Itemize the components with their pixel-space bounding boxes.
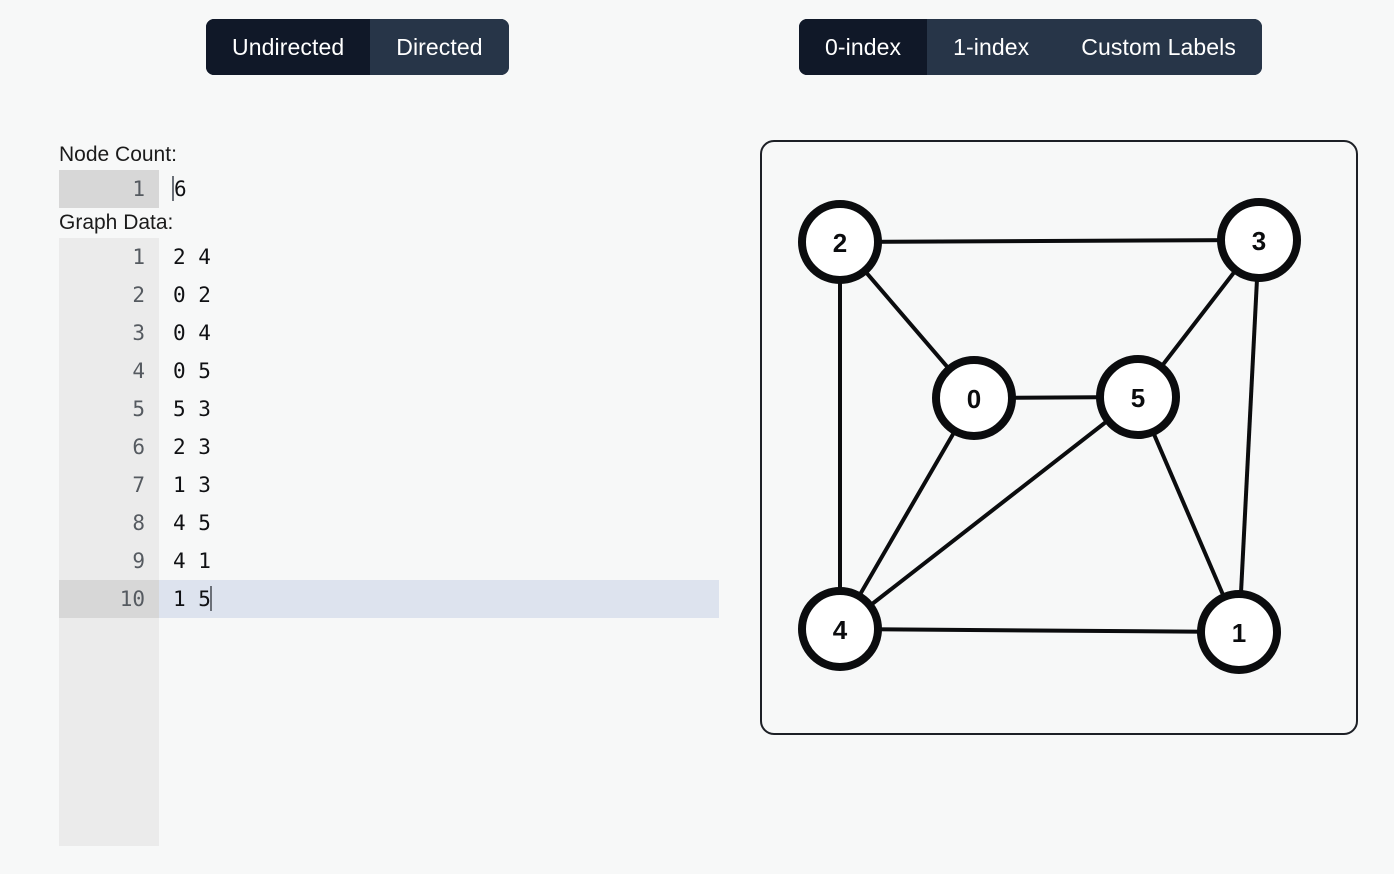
- editor-line-text[interactable]: 5 3: [173, 397, 211, 421]
- editor-line-text[interactable]: 2 3: [173, 435, 211, 459]
- graph-edge: [1136, 396, 1241, 633]
- graph-node-label: 3: [1252, 226, 1266, 256]
- graph-node-circle[interactable]: [798, 200, 882, 284]
- graph-node-label: 0: [967, 384, 981, 414]
- text-caret: [209, 586, 212, 611]
- graph-edge: [838, 396, 976, 631]
- editor-line[interactable]: 6 2 3: [59, 428, 719, 466]
- graph-node[interactable]: 3: [1217, 198, 1301, 282]
- editor-line-number: 1: [59, 238, 159, 276]
- graph-node[interactable]: 4: [798, 587, 882, 671]
- editor-line-number-empty: [59, 770, 159, 808]
- label-mode-option-custom-labels[interactable]: Custom Labels: [1055, 19, 1262, 75]
- graph-node[interactable]: 0: [932, 356, 1016, 440]
- graph-node-circle[interactable]: [1217, 198, 1301, 282]
- editor-line-text[interactable]: 1 3: [173, 473, 211, 497]
- editor-line-text[interactable]: 4 1: [173, 549, 211, 573]
- editor-line-text-empty[interactable]: [159, 732, 719, 770]
- graph-node-label: 2: [833, 228, 847, 258]
- text-caret: [172, 176, 174, 201]
- editor-line[interactable]: 2 0 2: [59, 276, 719, 314]
- graph-canvas[interactable]: 2 3 0 5 4 1: [762, 142, 1356, 733]
- graph-node-circle[interactable]: [932, 356, 1016, 440]
- editor-line[interactable]: 8 4 5: [59, 504, 719, 542]
- editor-empty-row[interactable]: [59, 808, 719, 846]
- editor-empty-row[interactable]: [59, 770, 719, 808]
- editor-empty-row[interactable]: [59, 694, 719, 732]
- graph-node-label: 1: [1232, 618, 1246, 648]
- editor-line-number-empty: [59, 694, 159, 732]
- graph-type-option-undirected[interactable]: Undirected: [206, 19, 371, 75]
- graph-node[interactable]: 2: [798, 200, 882, 284]
- editor-line-text[interactable]: 2 4: [173, 245, 211, 269]
- editor-line-number: 1: [59, 170, 159, 208]
- editor-line-text[interactable]: 0 2: [173, 283, 211, 307]
- graph-node[interactable]: 1: [1197, 590, 1281, 674]
- label-mode-toggle-group[interactable]: 0-index 1-index Custom Labels: [799, 19, 1262, 75]
- editor-line-text[interactable]: 1 5: [159, 580, 719, 618]
- editor-empty-row[interactable]: [59, 732, 719, 770]
- graph-node-label: 4: [833, 615, 848, 645]
- graph-nodes-layer: 2 3 0 5 4 1: [798, 198, 1301, 674]
- editor-line-text-empty[interactable]: [159, 694, 719, 732]
- editor-line-text-empty[interactable]: [159, 656, 719, 694]
- editor-line-text[interactable]: 4 5: [173, 511, 211, 535]
- editor-line[interactable]: 5 5 3: [59, 390, 719, 428]
- editor-line-number: 6: [59, 428, 159, 466]
- graph-edge: [838, 395, 1140, 631]
- editor-line-number-empty: [59, 656, 159, 694]
- editor-line-number: 3: [59, 314, 159, 352]
- graph-edge: [839, 238, 1260, 244]
- node-count-label: Node Count:: [59, 143, 177, 166]
- editor-line-number-empty: [59, 808, 159, 846]
- editor-line-number: 4: [59, 352, 159, 390]
- graph-node-circle[interactable]: [1197, 590, 1281, 674]
- editor-empty-row[interactable]: [59, 618, 719, 656]
- editor-line[interactable]: 1 2 4: [59, 238, 719, 276]
- graph-node-circle[interactable]: [798, 587, 882, 671]
- graph-node-label: 5: [1131, 383, 1145, 413]
- editor-line-text[interactable]: 0 5: [173, 359, 211, 383]
- graph-edges-layer: [838, 238, 1261, 634]
- label-mode-option-0-index[interactable]: 0-index: [799, 19, 928, 75]
- editor-line-number: 2: [59, 276, 159, 314]
- editor-line-number: 7: [59, 466, 159, 504]
- label-mode-option-1-index[interactable]: 1-index: [927, 19, 1056, 75]
- editor-line-text-empty[interactable]: [159, 808, 719, 846]
- graph-edge: [1237, 239, 1261, 633]
- editor-line-number-empty: [59, 618, 159, 656]
- editor-line-number: 5: [59, 390, 159, 428]
- graph-node-circle[interactable]: [1096, 355, 1180, 439]
- graph-visualization-panel[interactable]: 2 3 0 5 4 1: [760, 140, 1358, 735]
- editor-line[interactable]: 4 0 5: [59, 352, 719, 390]
- graph-edge: [839, 627, 1240, 634]
- editor-line[interactable]: 9 4 1: [59, 542, 719, 580]
- editor-line-text-empty[interactable]: [159, 770, 719, 808]
- editor-line[interactable]: 7 1 3: [59, 466, 719, 504]
- editor-line-number: 10: [59, 580, 159, 618]
- graph-node[interactable]: 5: [1096, 355, 1180, 439]
- editor-line-number: 9: [59, 542, 159, 580]
- graph-type-option-directed[interactable]: Directed: [370, 19, 509, 75]
- editor-line[interactable]: 3 0 4: [59, 314, 719, 352]
- graph-type-toggle-group[interactable]: Undirected Directed: [206, 19, 509, 75]
- editor-line-number: 8: [59, 504, 159, 542]
- editor-line-text[interactable]: 0 4: [173, 321, 211, 345]
- editor-line-text-empty[interactable]: [159, 618, 719, 656]
- graph-data-label: Graph Data:: [59, 211, 174, 234]
- editor-empty-row[interactable]: [59, 656, 719, 694]
- editor-line-number-empty: [59, 732, 159, 770]
- editor-line-text[interactable]: 6: [172, 176, 187, 201]
